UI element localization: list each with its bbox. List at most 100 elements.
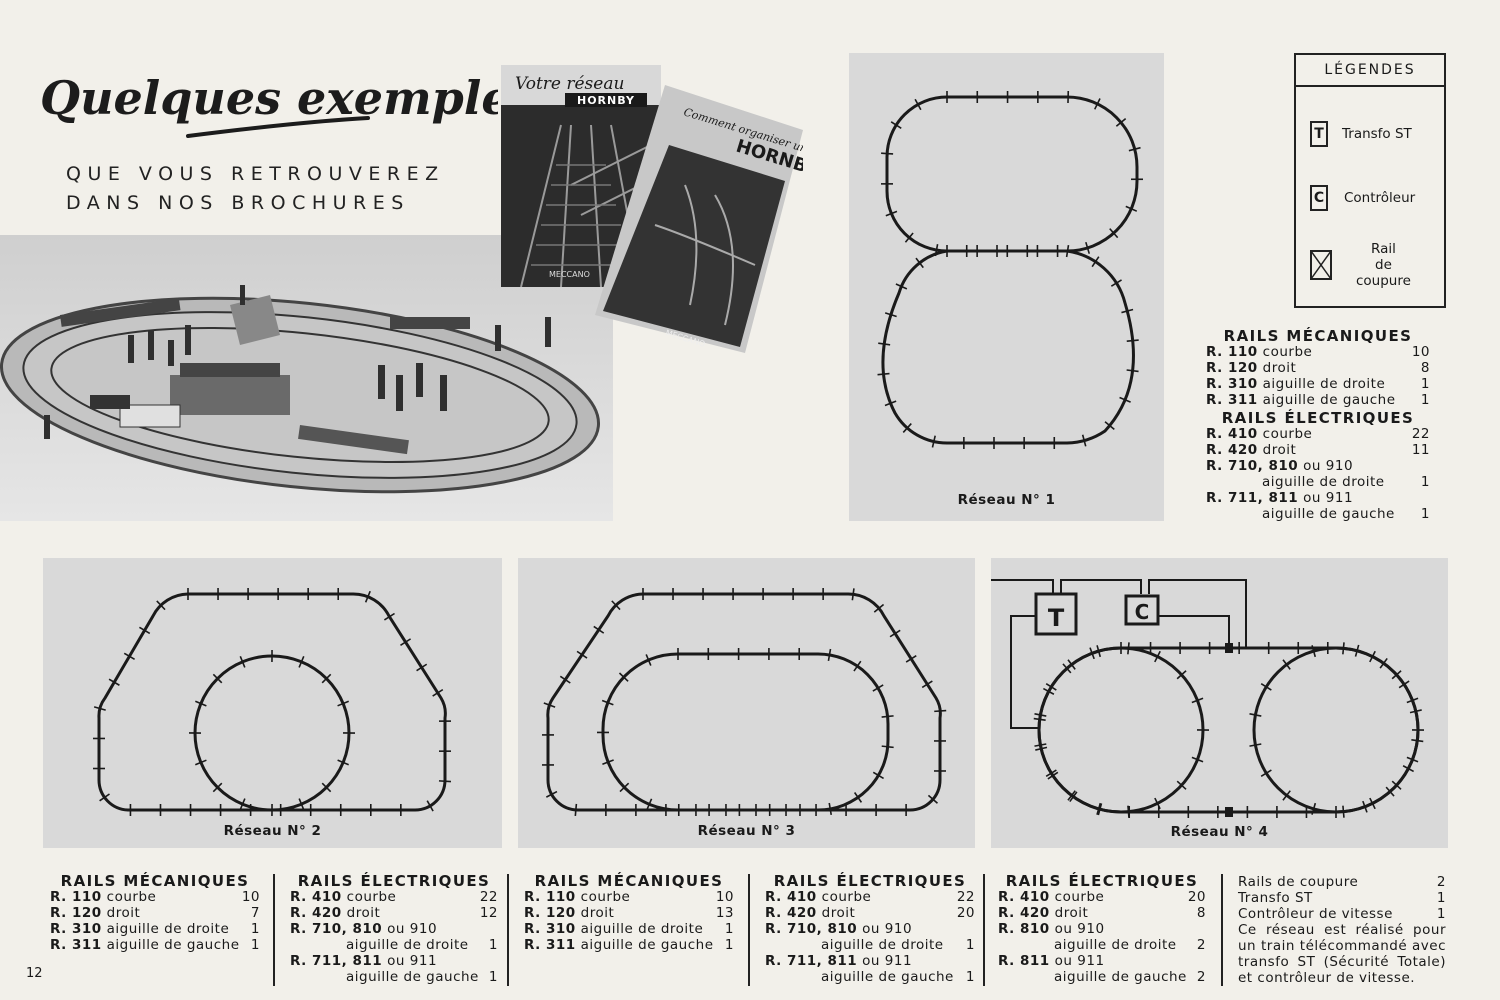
part-quantity: 10 — [1411, 344, 1430, 360]
part-reference: R. 410 — [765, 889, 817, 905]
part-quantity: 2 — [1436, 874, 1446, 890]
rail-tie-mark — [1069, 791, 1078, 803]
rail-tie-mark — [872, 684, 884, 692]
rail-tie-mark — [1091, 256, 1100, 268]
part-quantity: 1 — [1420, 474, 1430, 490]
part-quantity: 7 — [250, 905, 260, 921]
part-description: courbe — [580, 889, 631, 905]
rail-tie-mark — [827, 648, 832, 661]
rail-tie-mark — [1354, 644, 1360, 657]
n3-elec-heading: RAILS ÉLECTRIQUES — [773, 872, 967, 890]
legend-item-transfo: T Transfo ST — [1296, 121, 1444, 147]
part-description: droit — [1262, 360, 1297, 376]
rail-tie-mark — [1402, 765, 1415, 773]
n2-elec-heading: RAILS ÉLECTRIQUES — [297, 872, 491, 890]
rail-tie-mark — [337, 700, 350, 707]
rail-tie-mark — [904, 232, 914, 243]
rail-tie-mark — [881, 715, 894, 718]
part-description: aiguille de droite — [346, 937, 469, 953]
part-reference: R. 410 — [290, 889, 342, 905]
controleur-box-label: C — [1135, 600, 1150, 624]
part-description: courbe — [1262, 344, 1313, 360]
n4-elec-heading: RAILS ÉLECTRIQUES — [1005, 872, 1199, 890]
rail-tie-mark — [1249, 743, 1262, 747]
part-description: ou 910 — [1303, 458, 1354, 474]
rail-tie-mark — [884, 312, 897, 318]
rail-tie-mark — [905, 655, 917, 663]
column-divider — [748, 874, 750, 986]
rail-tie-mark — [1176, 670, 1187, 680]
rail-tie-mark — [1398, 680, 1410, 689]
rail-tie-mark — [1311, 645, 1317, 658]
part-description: aiguille de gauche — [1054, 969, 1187, 985]
rail-tie-mark — [1115, 118, 1127, 127]
n2-meca-heading: RAILS MÉCANIQUES — [60, 872, 250, 890]
rail-tie-mark — [1191, 756, 1204, 763]
rail-tie-mark — [601, 699, 614, 706]
page-subtitle: QUE VOUS RETROUVEREZ DANS NOS BROCHURES — [66, 160, 445, 218]
rail-tie-mark — [1104, 421, 1115, 431]
rail-tie-mark — [1191, 697, 1204, 704]
part-reference: R. 120 — [524, 905, 576, 921]
part-description: droit — [106, 905, 141, 921]
rail-tie-mark — [914, 98, 922, 111]
part-description: aiguille de droite — [580, 921, 704, 937]
transfo-box-icon — [1034, 592, 1078, 636]
part-description: Rails de coupure — [1238, 874, 1359, 890]
track-loop — [881, 249, 1135, 445]
rail-tie-mark — [853, 660, 862, 672]
rail-tie-mark — [1176, 780, 1187, 790]
rail-coupure-symbol-icon — [1310, 250, 1332, 280]
page-title-text: Quelques exemples — [40, 71, 498, 125]
part-description: aiguille de gauche — [106, 937, 240, 953]
rail-tie-mark — [1379, 657, 1388, 669]
part-description: aiguille de gauche — [1262, 392, 1396, 408]
rail-tie-mark — [881, 152, 894, 155]
page-title: Quelques exemples — [40, 71, 498, 138]
rail-tie-mark — [139, 626, 151, 635]
rail-tie-mark — [1081, 434, 1087, 447]
legend-rail-line-3: coupure — [1356, 273, 1411, 289]
part-quantity: 20 — [1187, 889, 1206, 905]
rail-tie-mark — [1369, 797, 1376, 810]
part-quantity: 1 — [1420, 376, 1430, 392]
part-quantity: 12 — [479, 905, 498, 921]
network-2-tracks — [93, 588, 452, 817]
part-quantity: 2 — [1196, 969, 1206, 985]
rail-tie-mark — [828, 802, 833, 815]
rail-tie-mark — [99, 793, 110, 802]
network-2-panel: Réseau N° 2 — [43, 558, 502, 848]
n1-elec-heading: RAILS ÉLECTRIQUES — [1221, 409, 1415, 427]
part-quantity: 1 — [1436, 906, 1446, 922]
rail-tie-mark — [593, 625, 605, 634]
part-quantity: 20 — [956, 905, 975, 921]
rail-tie-mark — [559, 675, 571, 684]
rail-tie-mark — [602, 759, 614, 765]
rail-tie-mark — [853, 792, 863, 803]
transfo-symbol-icon: T — [1310, 121, 1328, 147]
rail-tie-mark — [1067, 790, 1076, 801]
rail-tie-mark — [239, 798, 246, 810]
rail-tie-mark — [921, 680, 933, 689]
rail-tie-mark — [1409, 709, 1422, 714]
part-description: droit — [346, 905, 381, 921]
rail-tie-mark — [1126, 339, 1139, 343]
part-reference: R. 120 — [50, 905, 102, 921]
part-reference: R. 310 — [524, 921, 576, 937]
